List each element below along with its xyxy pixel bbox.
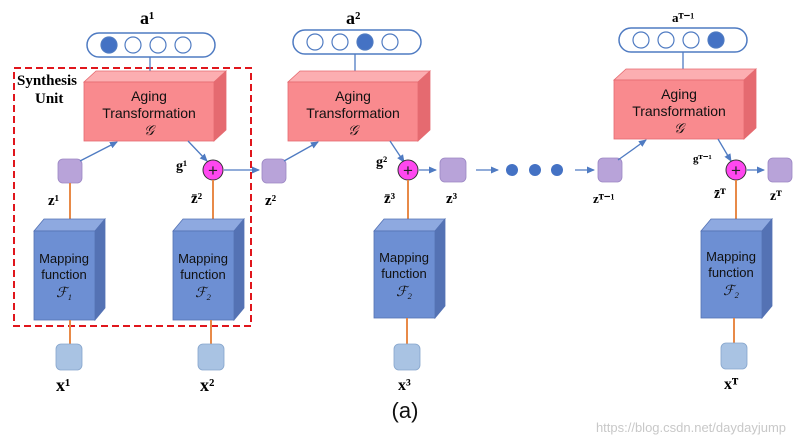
attribute-a2-dot-1 (306, 33, 324, 51)
aging-block-2-line2: Transformation (306, 105, 400, 121)
latent-node-z2 (261, 158, 287, 184)
mapping-function-block-1: Mapping function ℱ₁ (33, 217, 106, 322)
offset-g2-label: g² (376, 155, 387, 170)
aging-block-1-line2: Transformation (102, 105, 196, 121)
ellipsis-dot-2 (529, 164, 541, 176)
mapping-function-block-2: Mapping function ℱ₂ (172, 217, 245, 322)
aging-transformation-block-2: Aging Transformation 𝒢 (286, 70, 432, 142)
aging-block-3-line2: Transformation (632, 103, 726, 119)
ellipsis-dot-3 (551, 164, 563, 176)
aging-block-2-symbol: 𝒢 (348, 124, 360, 139)
attribute-aT1-dot-3 (682, 31, 700, 49)
mapping-2-line2: function (180, 267, 226, 282)
mapping-2-symbol: ℱ₂ (195, 286, 211, 301)
input-x2-label: x² (200, 375, 214, 395)
aging-transformation-block-3: Aging Transformation 𝒢 (612, 68, 758, 140)
offset-g1-label: g¹ (176, 159, 187, 174)
arrow-zT1-to-aging (617, 139, 647, 161)
attribute-aT1-dot-1 (632, 31, 650, 49)
latent-node-z1 (57, 158, 83, 184)
mapping-1-symbol: ℱ₁ (56, 286, 72, 301)
aging-block-1-line1: Aging (131, 88, 167, 104)
arrow-aging3-to-plus3 (717, 138, 732, 162)
latent-zT-label: zᵀ (770, 189, 782, 204)
mapping-3-line1: Mapping (379, 250, 429, 265)
aging-block-1-symbol: 𝒢 (144, 124, 156, 139)
arrow-z2-to-aging (283, 141, 319, 162)
attribute-aT1-dot-4 (707, 31, 725, 49)
latent-node-zT (767, 157, 793, 183)
attribute-a1-dot-3 (149, 36, 167, 54)
mapping-function-block-3: Mapping function ℱ₂ (373, 217, 446, 320)
attribute-a2-dot-4 (381, 33, 399, 51)
offset-gT1-label: gᵀ⁻¹ (693, 153, 712, 165)
arrow-aging-to-plus1 (187, 140, 208, 162)
synthesis-unit-label-line1: Synthesis (17, 73, 77, 89)
figure-caption: (a) (392, 398, 419, 423)
attribute-a2-dot-2 (331, 33, 349, 51)
watermark-url: https://blog.csdn.net/daydayjump (596, 420, 786, 435)
attribute-vector-aT1-label: aᵀ⁻¹ (672, 10, 694, 25)
zbar3-label: z̄³ (384, 191, 396, 207)
input-node-x3 (393, 343, 421, 371)
mapping-1-line1: Mapping (39, 251, 89, 266)
attribute-a2-dot-3 (356, 33, 374, 51)
plus-node-3-sign: + (731, 161, 741, 180)
mapping-2-line1: Mapping (178, 251, 228, 266)
mapping-4-line2: function (708, 265, 754, 280)
input-node-x2 (197, 343, 225, 371)
latent-node-z3 (439, 157, 467, 183)
mapping-1-line2: function (41, 267, 87, 282)
input-node-x1 (55, 343, 83, 371)
ellipsis-dot-1 (506, 164, 518, 176)
mapping-3-line2: function (381, 266, 427, 281)
input-xT-label: xᵀ (724, 376, 739, 393)
zbarT-label: z̄ᵀ (714, 187, 726, 202)
input-x3-label: x³ (398, 377, 411, 394)
attribute-vector-a2-label: a² (346, 8, 360, 28)
aging-transformation-block-1: Aging Transformation 𝒢 (82, 70, 228, 142)
zbar2-label: z̄² (191, 191, 203, 207)
attribute-a1-dot-2 (124, 36, 142, 54)
mapping-4-line1: Mapping (706, 249, 756, 264)
arrow-aging2-to-plus2 (389, 140, 405, 163)
attribute-vector-a1-label: a¹ (140, 8, 154, 28)
latent-z1-label: z¹ (48, 193, 59, 209)
plus-node-1-sign: + (208, 161, 218, 180)
aging-block-3-symbol: 𝒢 (674, 122, 686, 137)
latent-node-zT1 (597, 157, 623, 183)
input-x1-label: x¹ (56, 375, 70, 395)
input-node-xT (720, 342, 748, 370)
mapping-3-symbol: ℱ₂ (396, 285, 412, 300)
synthesis-unit-border (13, 67, 252, 327)
latent-zT1-label: zᵀ⁻¹ (593, 191, 615, 206)
synthesis-unit-label-line2: Unit (35, 91, 63, 107)
attribute-a1-dot-4 (174, 36, 192, 54)
latent-z2-label: z² (265, 193, 277, 209)
mapping-4-symbol: ℱ₂ (723, 284, 739, 299)
aging-block-3-line1: Aging (661, 86, 697, 102)
aging-block-2-line1: Aging (335, 88, 371, 104)
mapping-function-block-4: Mapping function ℱ₂ (700, 217, 773, 320)
attribute-aT1-dot-2 (657, 31, 675, 49)
attribute-a1-dot-1 (100, 36, 118, 54)
plus-node-2-sign: + (403, 161, 413, 180)
latent-z3-label: z³ (446, 191, 458, 207)
arrow-z1-to-aging (79, 141, 118, 162)
